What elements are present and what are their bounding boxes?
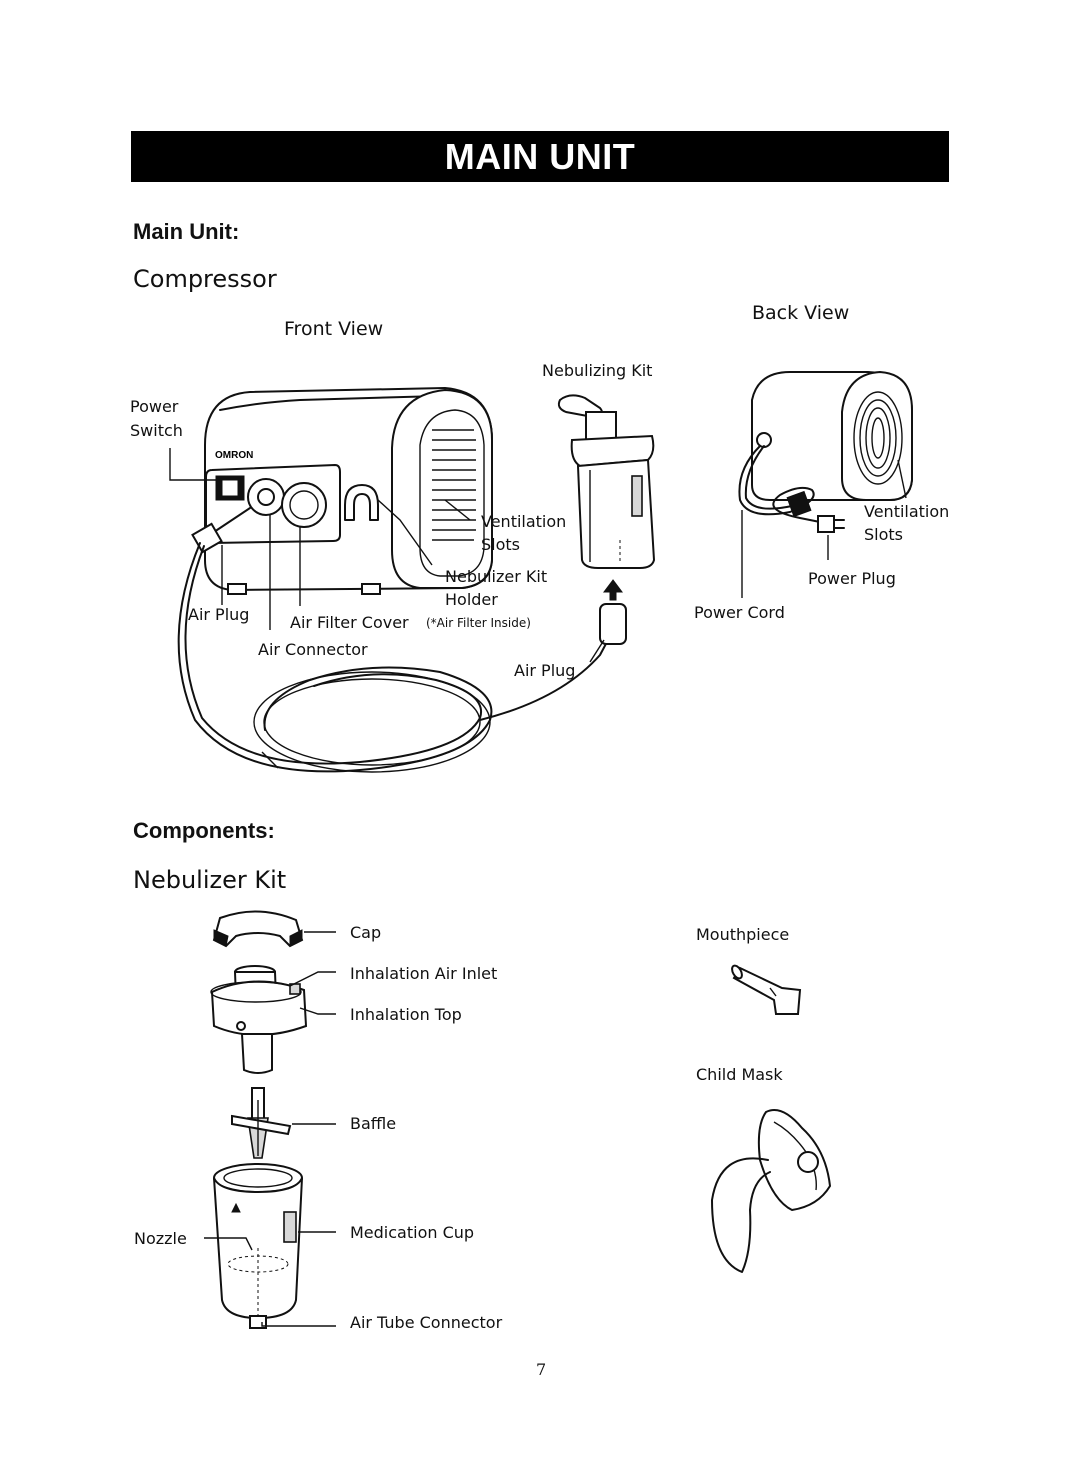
air-connector-label: Air Connector xyxy=(258,640,368,659)
compressor-back-illustration xyxy=(738,370,913,533)
mouthpiece-label: Mouthpiece xyxy=(696,925,790,944)
front-leader-lines xyxy=(169,448,605,769)
baffle-illustration xyxy=(231,1087,292,1159)
child-mask-illustration xyxy=(711,1109,832,1273)
mouthpiece-illustration xyxy=(731,964,802,1015)
air-plug-left-label: Air Plug xyxy=(188,605,250,624)
baffle-label: Baffle xyxy=(350,1114,397,1133)
section-banner: MAIN UNIT xyxy=(131,131,949,182)
child-mask-label: Child Mask xyxy=(696,1065,783,1084)
compressor-subheading: Compressor xyxy=(133,265,277,293)
inhalation-air-inlet-label: Inhalation Air Inlet xyxy=(350,964,498,983)
power-switch-label-1: Power xyxy=(130,397,179,416)
svg-text:OMRON: OMRON xyxy=(215,450,253,461)
ventilation-slots-back-label-1: Ventilation xyxy=(864,502,950,521)
nebulizer-kit-holder-label-2: Holder xyxy=(445,590,498,609)
ventilation-slots-back-label-2: Slots xyxy=(864,525,903,544)
page-number: 7 xyxy=(536,1360,547,1379)
components-heading: Components: xyxy=(133,818,275,843)
power-plug-label: Power Plug xyxy=(808,569,896,588)
medication-cup-illustration xyxy=(213,1163,303,1329)
air-tube-connector-label: Air Tube Connector xyxy=(350,1313,503,1332)
inhalation-top-label: Inhalation Top xyxy=(350,1005,462,1024)
ventilation-slots-front-label-1: Ventilation xyxy=(481,512,567,531)
nebulizer-kit-subheading: Nebulizer Kit xyxy=(133,866,287,894)
back-view-title: Back View xyxy=(752,302,850,324)
back-leader-lines xyxy=(741,459,907,598)
nebulizing-kit-illustration xyxy=(557,394,656,569)
nozzle-label: Nozzle xyxy=(134,1229,187,1248)
medication-cup-label: Medication Cup xyxy=(350,1223,475,1242)
front-view-title: Front View xyxy=(284,318,384,340)
air-filter-cover-label: Air Filter Cover xyxy=(290,613,409,632)
air-filter-note-label: (*Air Filter Inside) xyxy=(426,616,531,630)
power-switch-label-2: Switch xyxy=(130,421,183,440)
nebulizer-kit-holder-label-1: Nebulizer Kit xyxy=(445,567,548,586)
ventilation-slots-front-label-2: Slots xyxy=(481,535,520,554)
components-leader-lines xyxy=(204,931,336,1327)
nebulizing-kit-label: Nebulizing Kit xyxy=(542,361,653,380)
air-plug-right-label: Air Plug xyxy=(514,661,576,680)
inhalation-top-illustration xyxy=(210,965,308,1074)
compressor-front-illustration: OMRON xyxy=(177,386,627,773)
main-unit-heading: Main Unit: xyxy=(133,219,240,244)
power-cord-label: Power Cord xyxy=(694,603,785,622)
cap-illustration xyxy=(212,910,304,948)
cap-label: Cap xyxy=(350,923,382,942)
